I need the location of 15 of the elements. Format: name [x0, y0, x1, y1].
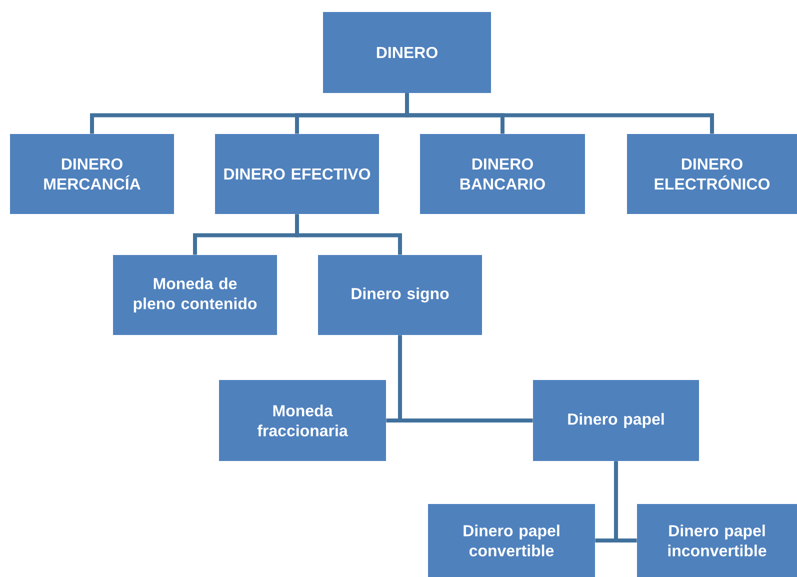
- org-box: Dinero papel inconvertible: [637, 504, 797, 577]
- org-box: Moneda fraccionaria: [219, 380, 386, 461]
- org-box: Dinero signo: [318, 255, 482, 335]
- org-box: Moneda de pleno contenido: [113, 255, 277, 335]
- connector-line: [295, 214, 402, 255]
- org-box: DINERO ELECTRÓNICO: [627, 134, 797, 214]
- connector-line: [398, 335, 533, 422]
- org-box: Dinero papel convertible: [428, 504, 595, 577]
- org-box: DINERO EFECTIVO: [215, 134, 379, 214]
- org-box: Dinero papel: [533, 380, 699, 461]
- connector-line: [405, 93, 714, 134]
- org-box: DINERO: [323, 12, 491, 93]
- org-box: DINERO BANCARIO: [420, 134, 585, 214]
- connector-line: [614, 461, 637, 542]
- org-box: DINERO MERCANCÍA: [10, 134, 174, 214]
